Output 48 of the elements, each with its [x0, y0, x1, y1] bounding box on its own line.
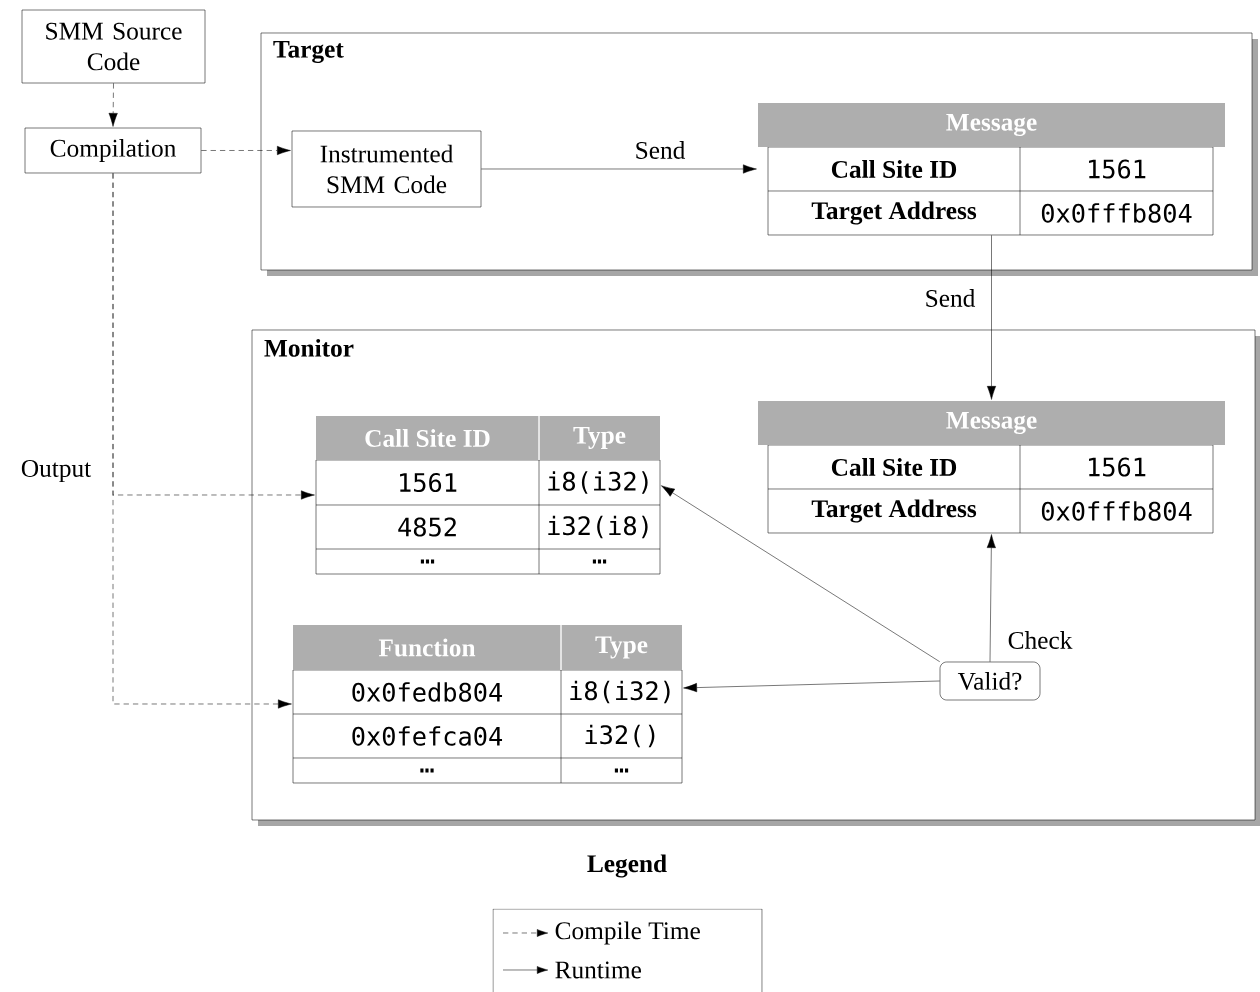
edge-label: Send: [923, 287, 977, 309]
edge-label: Output: [19, 458, 93, 484]
header-cell: Message: [758, 401, 1225, 445]
legend-text: Runtime: [555, 961, 641, 979]
table: [758, 401, 1225, 534]
arrow: [481, 164, 757, 174]
arrow: [683, 680, 940, 693]
arrow: [986, 534, 996, 662]
table-cell: 1561: [400, 472, 457, 493]
table-cell: i32(): [585, 724, 655, 748]
legend-text: Compile Time: [555, 921, 700, 945]
table-cell: …: [420, 768, 434, 773]
edge-label: Check: [1006, 629, 1074, 651]
header-cell: Type: [539, 416, 660, 460]
header-cell: Message: [758, 103, 1225, 147]
table-cell: …: [614, 768, 629, 773]
header-cell: Type: [561, 625, 682, 670]
edge-label: Send: [633, 139, 687, 161]
table-cell: …: [420, 559, 435, 564]
table-cell: 0x0fedb804: [352, 682, 503, 702]
table-cell: 1561: [1089, 457, 1146, 477]
legend-title: Legend: [587, 854, 667, 878]
table: [292, 624, 683, 784]
table-cell: Target Address: [811, 499, 977, 523]
arrow: [112, 173, 292, 709]
process-box: Instrumented SMM Code: [291, 130, 482, 208]
arrow: [987, 235, 996, 400]
table-cell: i32(i8): [548, 515, 648, 539]
table-cell: i8(i32): [548, 471, 648, 494]
arrow: [108, 83, 118, 127]
decision-box: Valid?: [939, 661, 1041, 701]
table-cell: 1561: [1089, 159, 1146, 179]
table: [315, 415, 661, 575]
header-cell: Call Site ID: [316, 416, 539, 460]
arrow: [201, 146, 291, 155]
table-cell: 0x0fffb804: [1041, 203, 1192, 223]
table-cell: Target Address: [811, 201, 977, 225]
table: [758, 103, 1225, 236]
table-cell: …: [592, 559, 607, 564]
table-cell: 0x0fefca04: [352, 726, 503, 746]
process-box: Compilation: [24, 127, 202, 174]
table-cell: 4852: [398, 517, 456, 537]
table-cell: Call Site ID: [831, 160, 957, 178]
arrow: [661, 485, 940, 662]
table-cell: i8(i32): [570, 680, 670, 704]
table-cell: 0x0fffb804: [1041, 501, 1192, 521]
table-cell: Call Site ID: [831, 458, 957, 476]
process-box: SMM Source Code: [21, 9, 206, 84]
